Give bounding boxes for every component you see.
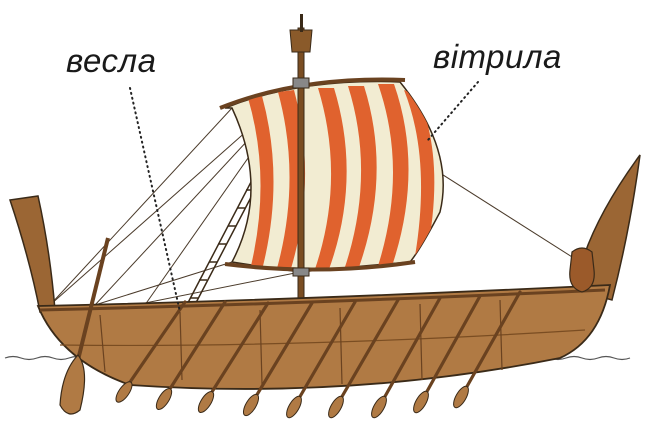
sail-leader-line (428, 82, 478, 140)
oars-label: весла (66, 42, 156, 80)
sail-label: вітрила (433, 38, 562, 76)
oars-leader-line (130, 88, 180, 312)
sail (220, 80, 443, 272)
